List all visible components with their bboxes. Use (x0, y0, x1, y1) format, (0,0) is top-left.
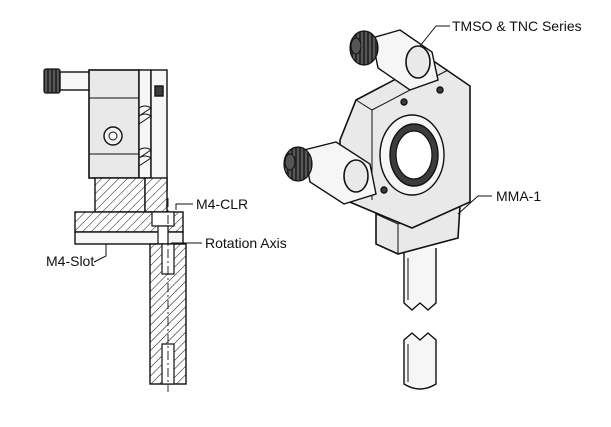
label-m4-clr: M4-CLR (196, 196, 248, 212)
tmso-tnc-leader (419, 25, 450, 47)
mount-body (88, 69, 140, 179)
label-m4-slot: M4-Slot (46, 253, 94, 269)
m4-slot-leader (93, 244, 107, 263)
m4-clr-counterbore (151, 211, 175, 227)
spring-lower-icon (138, 147, 152, 167)
lower-block-section (94, 177, 146, 213)
spring-upper-icon (138, 105, 152, 125)
m4-clr-leader (175, 203, 193, 210)
isometric-view (283, 29, 471, 390)
post-lower (403, 332, 437, 390)
section-labels: M4-CLR Rotation Axis M4-Slot (46, 196, 287, 269)
label-rotation-axis: Rotation Axis (205, 235, 287, 251)
isometric-labels: TMSO & TNC Series MMA-1 (419, 18, 582, 215)
adjuster-knob-icon (43, 68, 61, 94)
label-mma-1: MMA-1 (496, 188, 541, 204)
adjuster-shaft (59, 71, 91, 91)
pivot-ball (103, 126, 123, 146)
set-screw (154, 85, 164, 97)
post-upper (403, 248, 437, 311)
section-view (43, 68, 187, 392)
label-tmso-tnc-series: TMSO & TNC Series (452, 18, 582, 34)
mma1-leader (457, 195, 492, 215)
